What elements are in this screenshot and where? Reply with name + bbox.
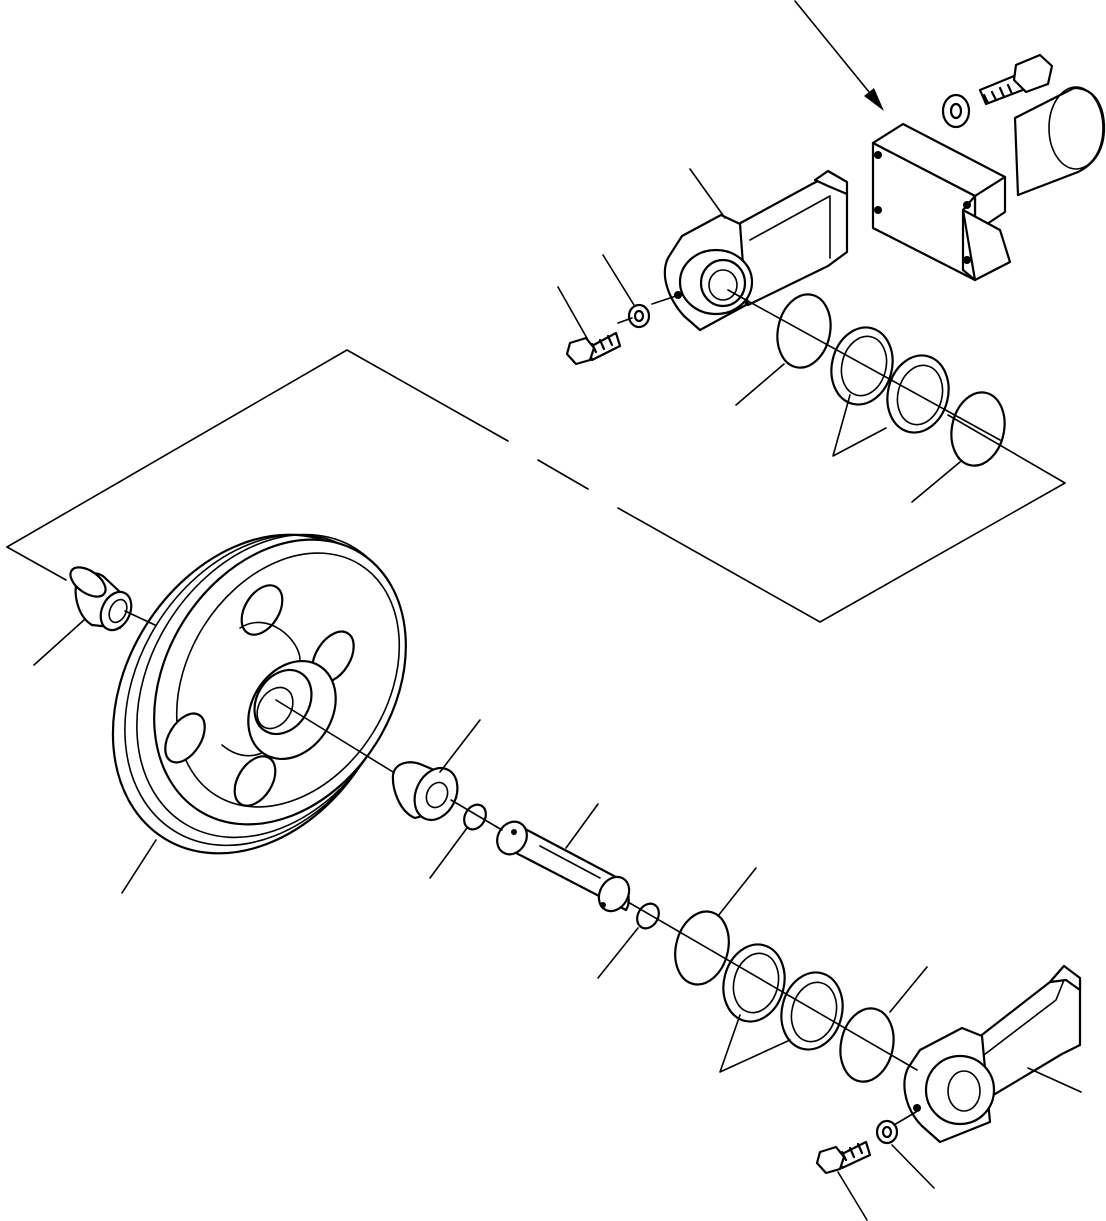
yoke-bolt xyxy=(978,53,1054,106)
bushing-left xyxy=(69,566,133,632)
lower-washer xyxy=(875,1119,899,1145)
upper-support-bracket xyxy=(663,169,849,332)
upper-washer xyxy=(627,303,651,329)
lower-bolt xyxy=(815,1140,872,1175)
yoke-callout-arrow xyxy=(794,0,884,111)
o-ring-lower-a xyxy=(674,910,730,986)
yoke-washer xyxy=(941,93,971,129)
o-ring-lower-b xyxy=(839,1007,895,1083)
assembly-axis-lines xyxy=(124,289,1001,1126)
leader-lines xyxy=(33,168,1082,1221)
idler-shaft xyxy=(496,820,631,913)
o-ring-small-left xyxy=(463,803,487,831)
upper-bolt xyxy=(565,331,622,366)
o-ring-upper-a xyxy=(776,293,832,369)
bushing-right xyxy=(391,761,459,821)
idler-wheel xyxy=(111,533,407,855)
o-ring-upper-b xyxy=(950,391,1006,467)
floating-seal-lower xyxy=(722,943,844,1051)
recoil-yoke-block xyxy=(871,86,1106,282)
assembly-outline xyxy=(6,349,1066,623)
o-ring-small-right xyxy=(636,902,660,930)
lower-support-bracket xyxy=(903,964,1082,1144)
